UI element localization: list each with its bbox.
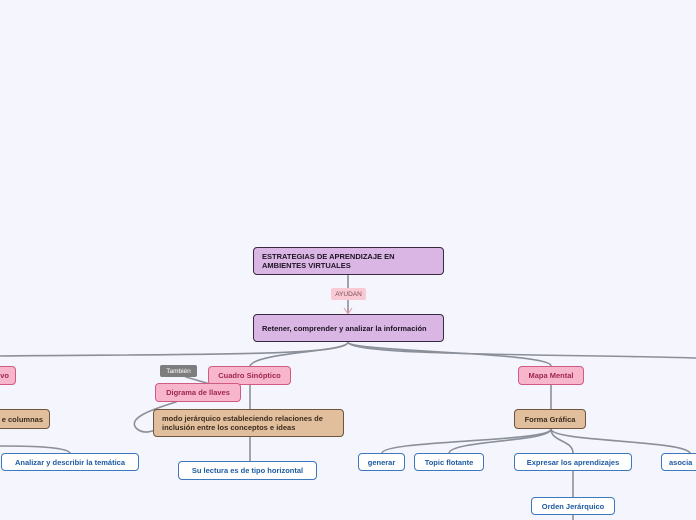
- link-label-tambien: También: [160, 365, 197, 377]
- connector-forma-expresar: [550, 428, 574, 454]
- connector-forma-topic: [448, 428, 552, 454]
- root-node[interactable]: ESTRATEGIAS DE APRENDIZAJE EN AMBIENTES …: [253, 247, 444, 275]
- orden-jerarquico-node[interactable]: Orden Jerárquico: [531, 497, 615, 515]
- left-branch-node-partial[interactable]: vo: [0, 366, 16, 385]
- asocia-node-partial[interactable]: asocia: [661, 453, 696, 471]
- mapa-mental-node[interactable]: Mapa Mental: [518, 366, 584, 385]
- cuadro-sinoptico-node[interactable]: Cuadro Sinóptico: [208, 366, 291, 385]
- lectura-horizontal-node[interactable]: Su lectura es de tipo horizontal: [178, 461, 317, 480]
- left-columnas-node-partial[interactable]: e columnas: [0, 409, 50, 429]
- connector-left-columnas: [0, 445, 71, 454]
- expresar-aprendizajes-node[interactable]: Expresar los aprendizajes: [514, 453, 632, 471]
- topic-flotante-node[interactable]: Topic flotante: [414, 453, 484, 471]
- connector-forma-asocia: [550, 428, 691, 454]
- generar-node[interactable]: generar: [358, 453, 405, 471]
- connector-forma-generar: [381, 428, 552, 454]
- link-label-ayudan: AYUDAN: [331, 288, 366, 300]
- central-node[interactable]: Retener, comprender y analizar la inform…: [253, 314, 444, 342]
- connector-central-right: [347, 341, 696, 359]
- modo-jerarquico-node[interactable]: modo jerárquico estableciendo relaciones…: [153, 409, 344, 437]
- analizar-node[interactable]: Analizar y describir la temática: [1, 453, 139, 471]
- forma-grafica-node[interactable]: Forma Gráfica: [514, 409, 586, 429]
- connector-central-cuadro: [249, 341, 349, 367]
- connector-tambien: [185, 376, 211, 385]
- diagrama-llaves-node[interactable]: Digrama de llaves: [155, 383, 241, 402]
